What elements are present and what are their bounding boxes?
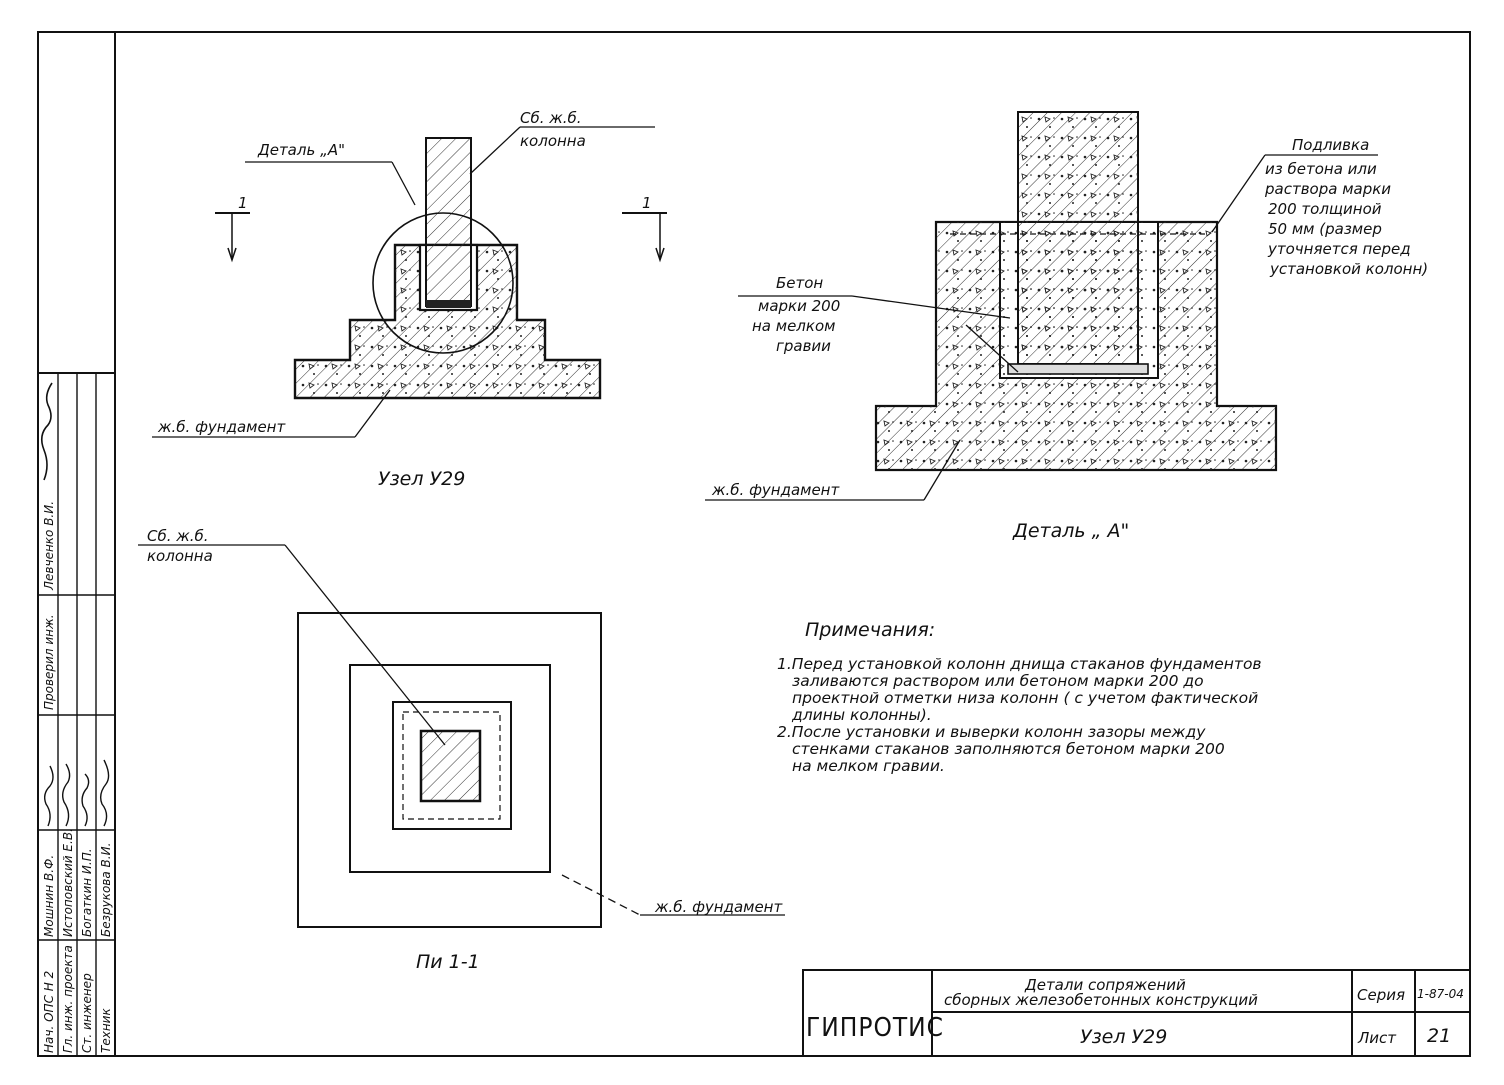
note-line: на мелком гравии. <box>792 757 945 775</box>
stamp-role: Ст. инженер <box>80 973 94 1053</box>
concrete-label: Бетон марки 200 на мелком гравии <box>752 274 845 355</box>
stamp-role: Нач. ОПС Н 2 <box>42 971 56 1053</box>
org-name: ГИПРОТИС <box>806 1013 944 1043</box>
stamp-name: Истоповский Е.В. <box>61 828 75 937</box>
series-value: 1-87-04 <box>1417 987 1464 1001</box>
stamp-check-role: Проверил инж. <box>42 614 56 710</box>
signature <box>61 763 71 827</box>
note-line: проектной отметки низа колонн ( с учетом… <box>792 689 1258 707</box>
plan-column-label-line2: колонна <box>147 547 213 565</box>
stamp-role: Техник <box>99 1008 113 1053</box>
title-block: ГИПРОТИС Детали сопряжений сборных желез… <box>802 969 1471 1057</box>
series-label: Серия <box>1357 986 1405 1004</box>
detail-a-section <box>874 111 1278 472</box>
grout-label: Подливка из бетона или раствора марки 20… <box>1264 136 1428 278</box>
signature <box>43 765 54 827</box>
section-mark-left: 1 <box>215 194 250 263</box>
detail-ref-label: Деталь „А" <box>257 141 345 159</box>
stamp-name: Мошнин В.Ф. <box>42 855 56 937</box>
plan-caption: Пи 1-1 <box>416 951 480 973</box>
signature <box>81 773 90 827</box>
note-line: 1.Перед установкой колонн днища стаканов… <box>777 655 1262 673</box>
signature <box>99 759 110 827</box>
signature <box>40 382 53 481</box>
title-line2: сборных железобетонных конструкций <box>944 991 1258 1009</box>
plan-1-1 <box>297 612 602 928</box>
title-line1: Детали сопряжений <box>1024 976 1186 994</box>
column-label-line2: колонна <box>520 132 586 150</box>
plan-foundation-label: ж.б. фундамент <box>654 898 783 916</box>
node-u29-section <box>293 137 602 400</box>
side-stamp: Нач. ОПС Н 2 Гл. инж. проекта Ст. инжене… <box>37 372 116 1057</box>
stamp-role: Гл. инж. проекта <box>61 945 75 1053</box>
notes-block: Примечания: 1.Перед установкой колонн дн… <box>777 619 1262 775</box>
note-line: 2.После установки и выверки колонн зазор… <box>777 723 1206 741</box>
node-caption: Узел У29 <box>378 468 465 490</box>
sheet-value: 21 <box>1427 1025 1451 1047</box>
detail-foundation-label: ж.б. фундамент <box>711 481 840 499</box>
note-line: длины колонны). <box>791 706 932 724</box>
section-mark-right: 1 <box>622 194 667 263</box>
detail-caption: Деталь „ А" <box>1012 520 1129 542</box>
stamp-name: Богаткин И.П. <box>80 848 94 937</box>
note-line: стенками стаканов заполняются бетоном ма… <box>792 740 1225 758</box>
stamp-name: Безрукова В.И. <box>99 843 113 937</box>
section-mark-left-label: 1 <box>238 194 248 212</box>
section-mark-right-label: 1 <box>642 194 652 212</box>
foundation-label-top: ж.б. фундамент <box>157 418 286 436</box>
plan-column-label-line1: Сб. ж.б. <box>147 527 209 545</box>
node-title: Узел У29 <box>1080 1026 1167 1048</box>
stamp-check-name: Левченко В.И. <box>42 501 56 591</box>
sheet-label: Лист <box>1357 1029 1397 1047</box>
column-label-line1: Сб. ж.б. <box>520 109 582 127</box>
notes-title: Примечания: <box>805 619 935 641</box>
note-line: заливаются раствором или бетоном марки 2… <box>792 672 1204 690</box>
